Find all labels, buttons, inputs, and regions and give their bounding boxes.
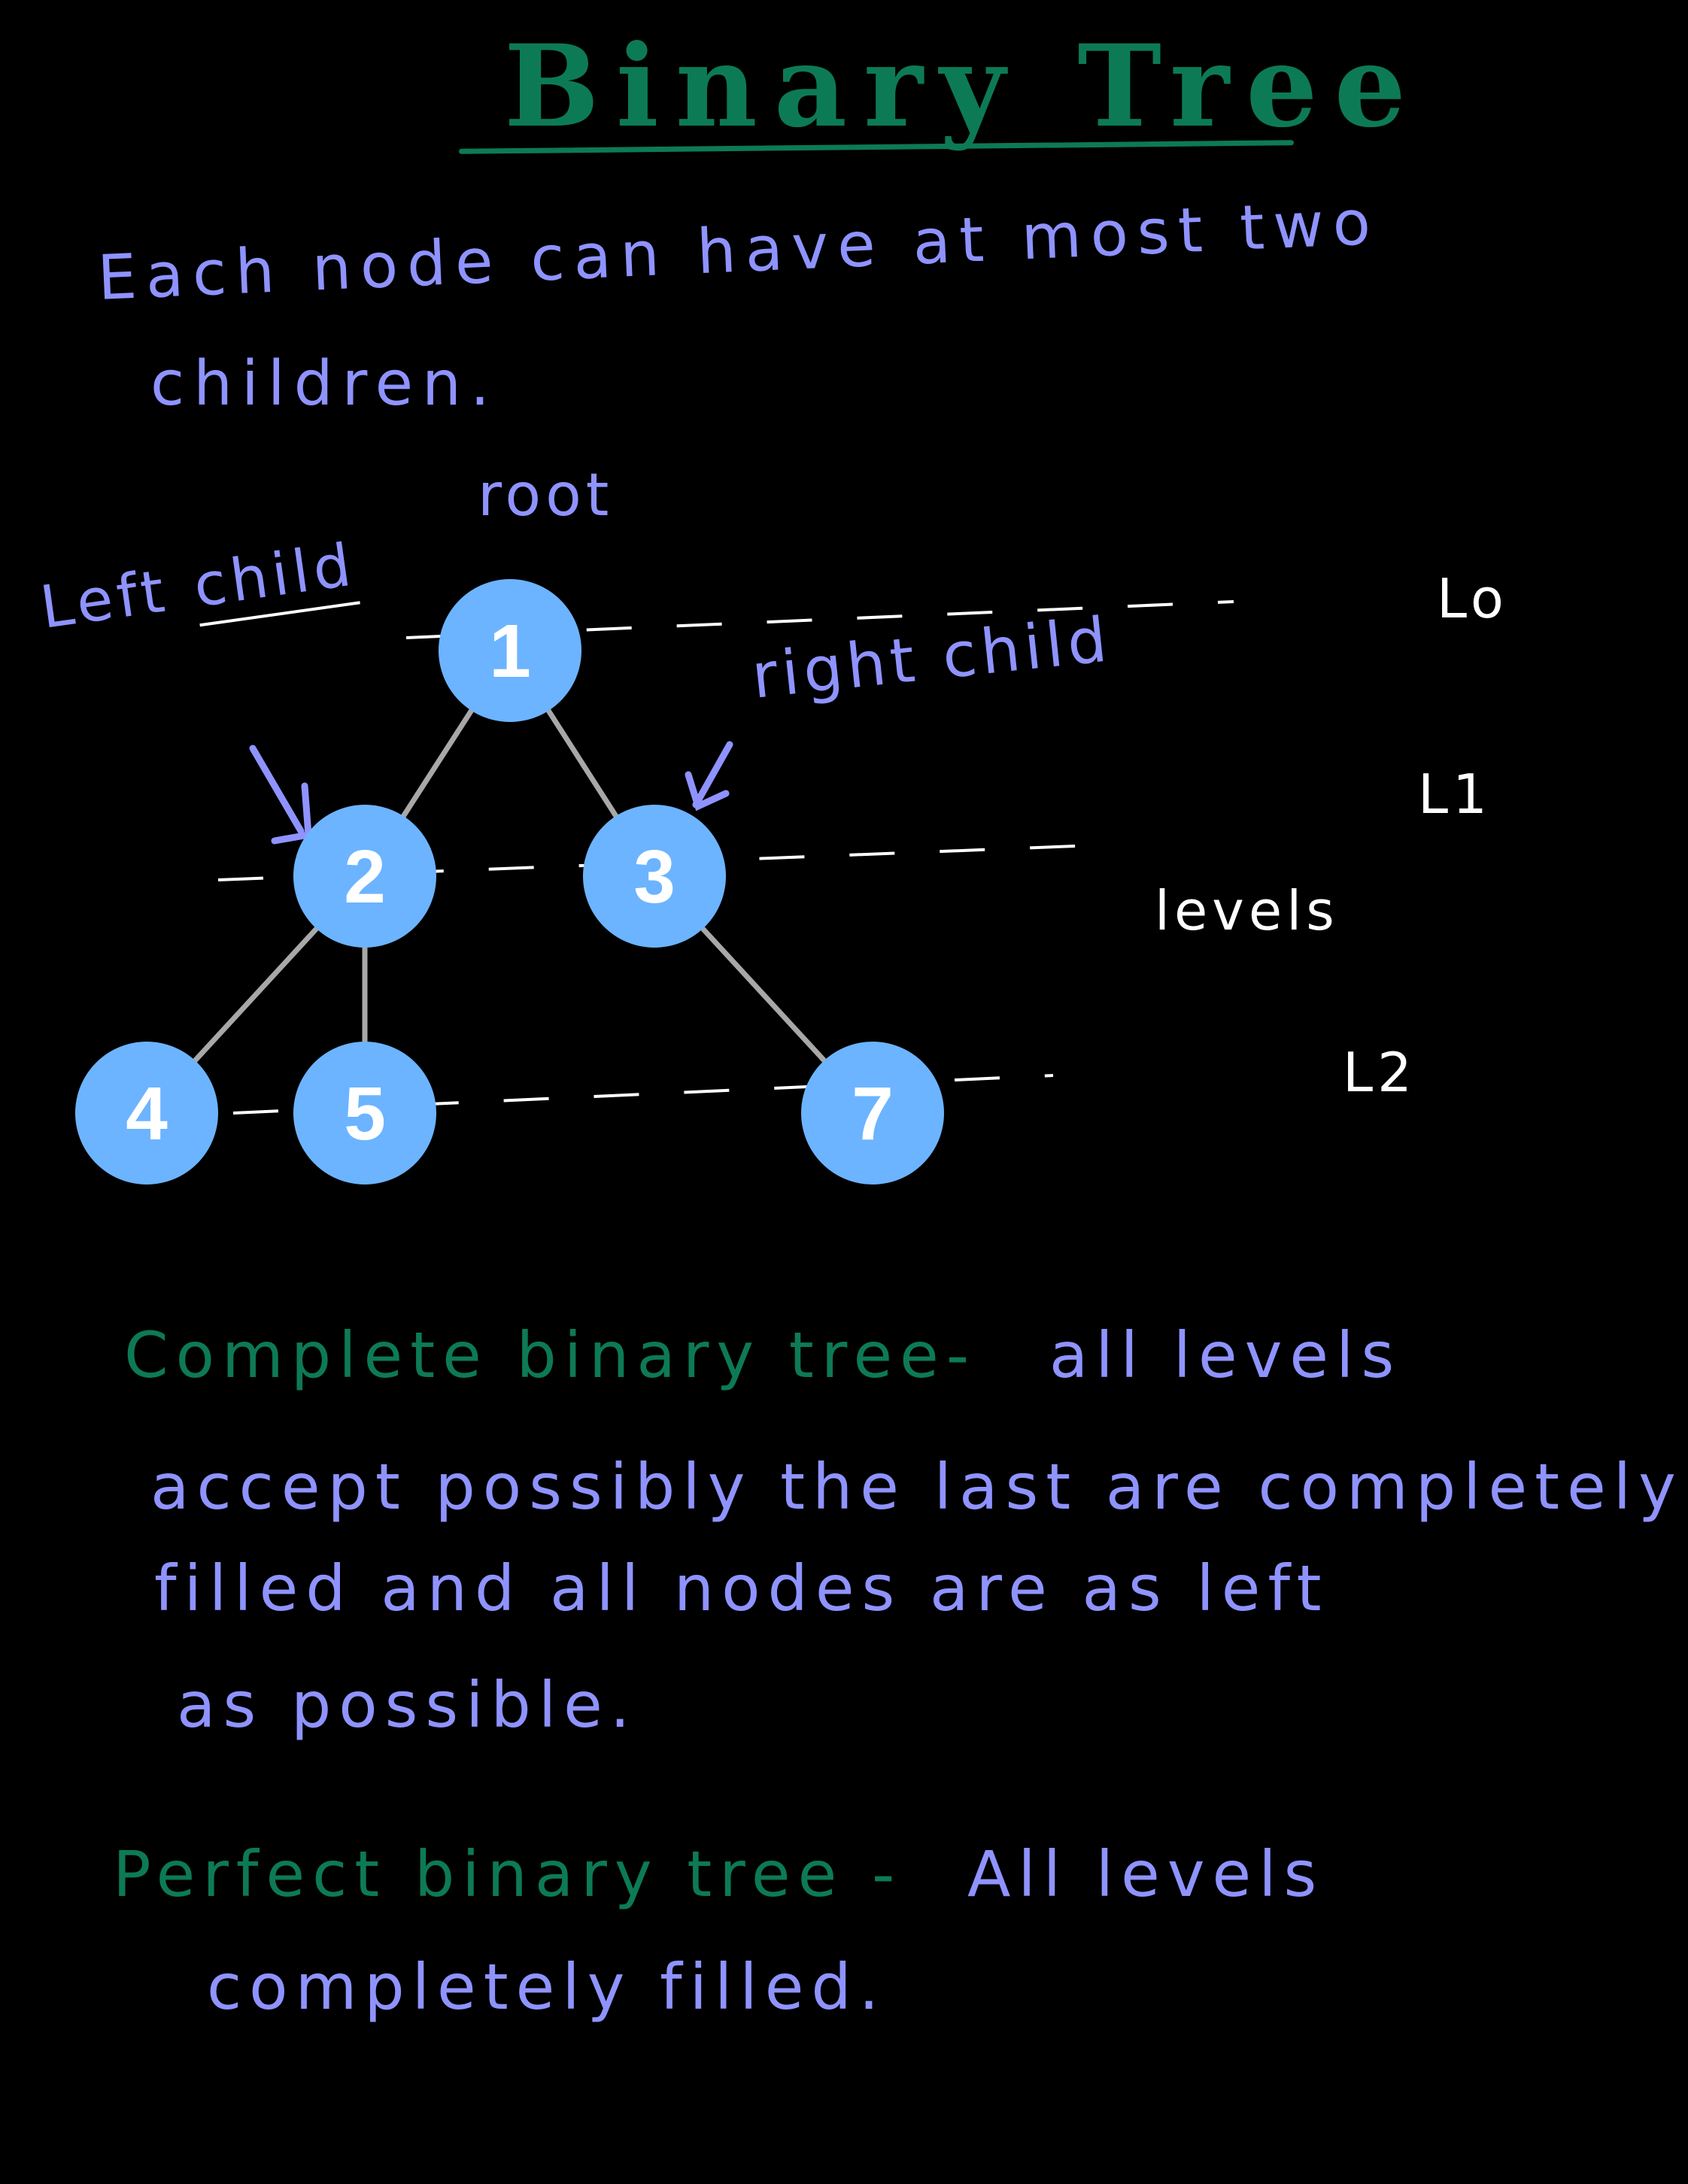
- complete-line-4: as possible.: [177, 1668, 638, 1742]
- node-5-value: 5: [344, 1072, 386, 1156]
- left-child-arrow-icon: [249, 745, 312, 845]
- node-2-value: 2: [344, 835, 386, 919]
- node-1-value: 1: [489, 609, 531, 693]
- level-0-label: Lo: [1437, 567, 1508, 630]
- root-label: root: [478, 462, 614, 529]
- node-5: 5: [293, 1042, 436, 1185]
- right-child-arrow-icon: [685, 741, 733, 811]
- perfect-line-1: Perfect binary tree - All levels: [113, 1843, 1324, 1906]
- perfect-line-2: completely filled.: [207, 1950, 887, 2024]
- node-4-value: 4: [126, 1072, 168, 1156]
- perfect-term: Perfect binary tree -: [113, 1837, 903, 1911]
- complete-line-3: filled and all nodes are as left: [154, 1552, 1329, 1625]
- node-7: 7: [801, 1042, 944, 1185]
- intro-line-2: children.: [150, 348, 499, 420]
- complete-line-2: accept possibly the last are completely: [150, 1450, 1683, 1524]
- levels-label: levels: [1155, 879, 1339, 942]
- complete-line-1: Complete binary tree- all levels: [124, 1324, 1401, 1387]
- page-title: Binary Tree: [504, 20, 1423, 153]
- complete-term: Complete binary tree-: [124, 1318, 977, 1392]
- node-7-value: 7: [852, 1072, 894, 1156]
- perfect-line-1-rest: All levels: [967, 1837, 1325, 1911]
- node-2: 2: [293, 805, 436, 948]
- node-4: 4: [75, 1042, 218, 1185]
- node-1: 1: [439, 579, 581, 722]
- node-3: 3: [583, 805, 726, 948]
- level-1-label: L1: [1418, 763, 1492, 826]
- complete-line-1-rest: all levels: [1049, 1318, 1402, 1392]
- level-2-label: L2: [1343, 1041, 1416, 1104]
- node-3-value: 3: [633, 835, 676, 919]
- binary-tree-diagram: 1 2 3 4 5 7: [75, 579, 1234, 1185]
